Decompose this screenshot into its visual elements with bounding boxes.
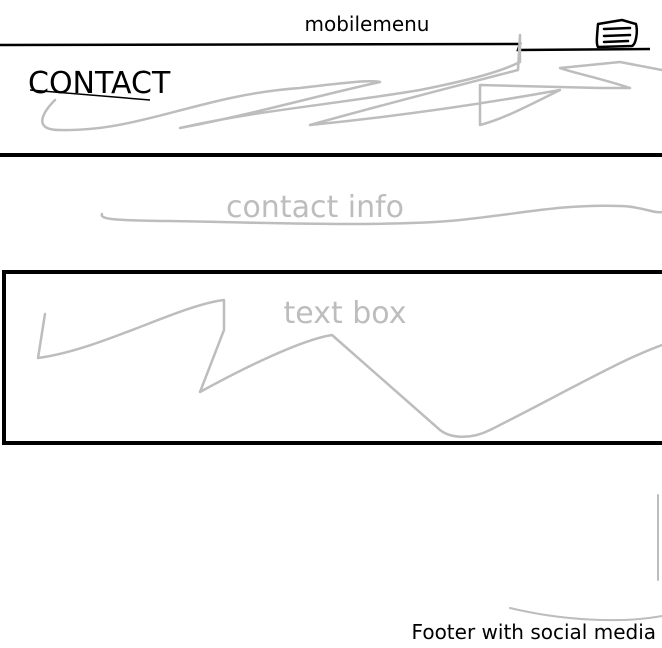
footer: Footer with social media bbox=[411, 620, 656, 644]
mobile-menu-label: mobilemenu bbox=[304, 12, 430, 36]
contact-info-label: contact info bbox=[225, 190, 405, 225]
text-box-label: text box bbox=[283, 296, 407, 331]
hero-scribble bbox=[41, 33, 662, 132]
hamburger-menu-icon[interactable] bbox=[592, 16, 640, 52]
edge-scribble bbox=[509, 494, 662, 622]
message-text-box[interactable] bbox=[2, 270, 662, 445]
text-box-squiggle bbox=[36, 298, 662, 438]
page-title: CONTACT bbox=[28, 66, 171, 101]
contact-info-squiggle bbox=[100, 204, 662, 226]
header-divider bbox=[0, 42, 651, 52]
hero-scribble-tick bbox=[29, 89, 151, 101]
